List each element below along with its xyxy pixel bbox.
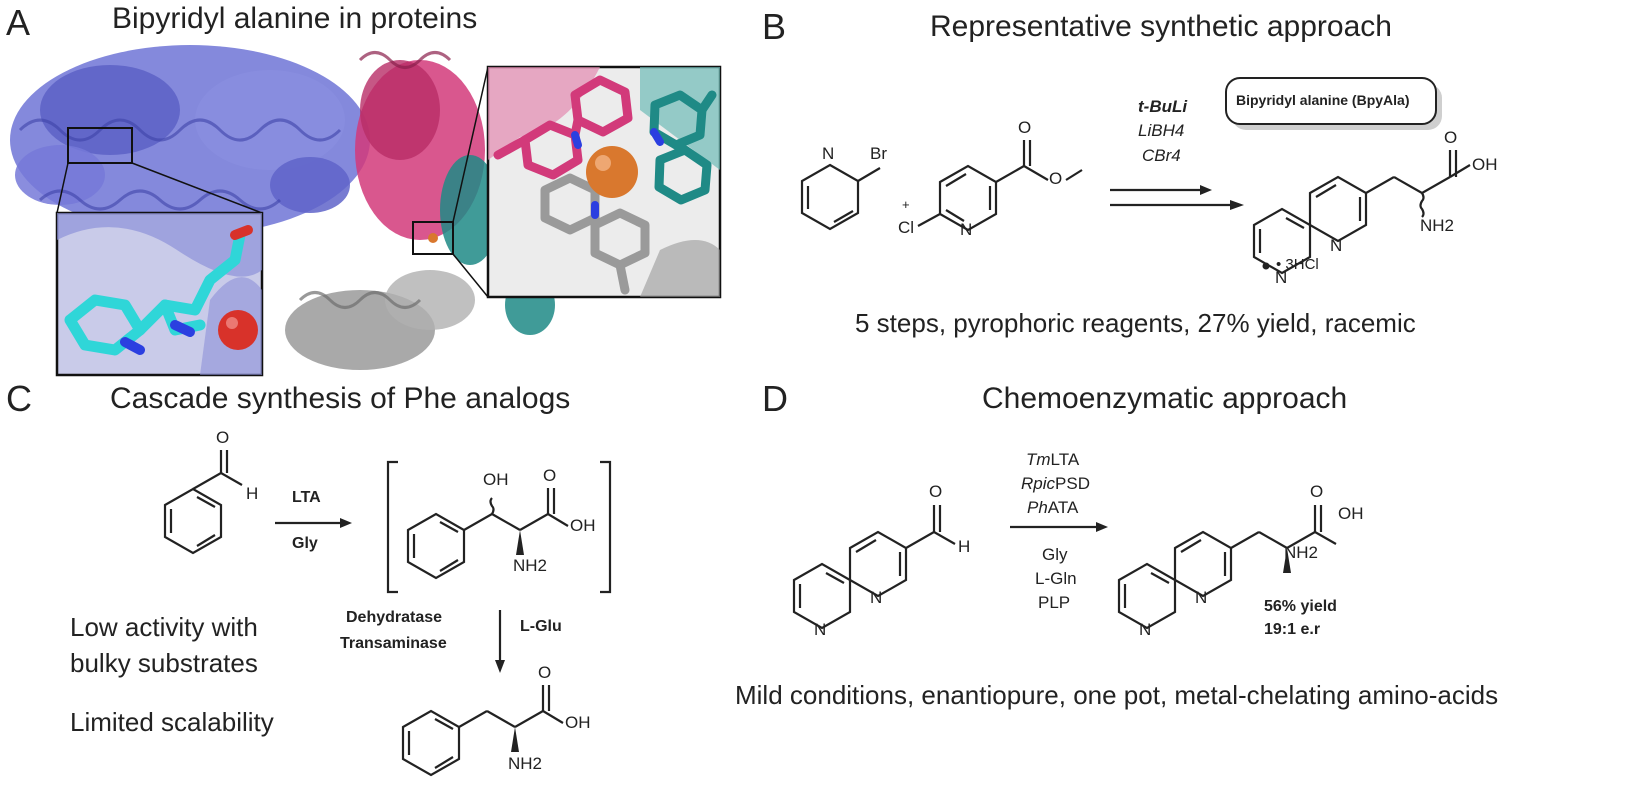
summary-d: Mild conditions, enantiopure, one pot, m… (735, 680, 1499, 710)
reaction-arrow-c-top (275, 518, 352, 528)
zoom-box-right (412, 221, 454, 255)
cosubstrate-lglu: L-Glu (520, 618, 562, 635)
zoom-box-left (67, 127, 133, 164)
reaction-arrow-b (1110, 185, 1244, 210)
enzyme-dehydratase: Dehydratase (346, 609, 443, 626)
atom-o-acid-c2: O (538, 663, 552, 682)
bpyala-badge: Bipyridyl alanine (BpyAla) (1236, 92, 1410, 108)
atom-n-product-d2: N (1139, 620, 1152, 639)
cosubstrate-gly-c: Gly (292, 535, 318, 552)
summary-b: 5 steps, pyrophoric reagents, 27% yield,… (855, 308, 1416, 338)
bpyala-badge-box (1225, 77, 1442, 130)
atom-nh2-b: NH2 (1420, 216, 1455, 235)
intermediate-brackets (386, 460, 612, 594)
reagent-tbuli: t-BuLi (1138, 97, 1188, 116)
note-low-activity: Low activity with (70, 612, 258, 642)
panel-letter-a: A (6, 2, 31, 43)
enzyme-lta: LTA (292, 489, 321, 506)
reaction-arrow-d (1010, 522, 1108, 532)
molecule-hydroxy-phenylalanine (406, 488, 569, 580)
atom-oh-b: OH (1472, 155, 1498, 174)
molecule-chloronicotinate (917, 140, 1083, 232)
metal-ion-orange (586, 146, 638, 198)
atom-n-chloronicotinate: N (960, 220, 973, 239)
panel-title-d: Chemoenzymatic approach (982, 382, 1348, 415)
atom-o-acid-d: O (1310, 482, 1324, 501)
metal-ion-red (218, 310, 258, 350)
cosubstrate-plp: PLP (1038, 593, 1071, 612)
panel-title-b: Representative synthetic approach (930, 10, 1392, 43)
atom-oh-beta: OH (483, 470, 509, 489)
molecule-2-bromopyridine (800, 163, 881, 231)
panel-title-c: Cascade synthesis of Phe analogs (110, 382, 571, 415)
enzyme-phata: PhATA (1027, 498, 1079, 517)
panel-letter-b: B (762, 6, 787, 47)
atom-cl: Cl (898, 218, 915, 237)
panel-title-a: Bipyridyl alanine in proteins (112, 2, 478, 35)
atom-n-aldehyde-d1: N (870, 588, 883, 607)
atom-o-ester-b: O (1049, 169, 1063, 188)
salt-label: • 3HCl (1276, 256, 1319, 273)
plus-sign: + (902, 197, 910, 212)
molecule-bpyala-b (1252, 150, 1471, 275)
enzyme-transaminase: Transaminase (340, 635, 447, 652)
atom-h-aldehyde-d: H (958, 537, 971, 556)
molecule-bpyala-d (1117, 505, 1337, 630)
atom-h-benzaldehyde: H (246, 484, 259, 503)
cosubstrate-lgln: L-Gln (1035, 569, 1077, 588)
reagent-cbr4: CBr4 (1142, 146, 1181, 165)
protein-image-left (10, 45, 370, 235)
er-d: 19:1 e.r (1264, 621, 1321, 638)
note-limited-scalability: Limited scalability (70, 707, 274, 737)
atom-oh-acid-c2: OH (565, 713, 591, 732)
molecule-benzaldehyde (163, 450, 243, 555)
atom-oh-acid-c1: OH (570, 516, 596, 535)
atom-nh2-c2: NH2 (508, 754, 543, 773)
atom-br: Br (870, 144, 887, 163)
cosubstrate-gly-d: Gly (1042, 545, 1068, 564)
enzyme-rpicpsd: RpicPSD (1021, 474, 1090, 493)
molecule-bipyridine-aldehyde (792, 505, 956, 630)
atom-nh2-d: NH2 (1284, 543, 1319, 562)
note-bulky-substrates: bulky substrates (70, 648, 258, 678)
atom-o-aldehyde-d: O (929, 482, 943, 501)
enzyme-tmlta: TmLTA (1026, 450, 1080, 469)
inset-left (55, 211, 264, 377)
atom-o-acid-b: O (1444, 128, 1458, 147)
atom-n-product-d1: N (1195, 588, 1208, 607)
atom-n-bpy-b1: N (1330, 236, 1343, 255)
atom-o-acid-c1: O (543, 466, 557, 485)
reagent-libh4: LiBH4 (1138, 121, 1185, 140)
atom-n-aldehyde-d2: N (814, 620, 827, 639)
inset-right (486, 65, 722, 299)
yield-d: 56% yield (1264, 598, 1337, 615)
atom-nh2-c1: NH2 (513, 556, 548, 575)
reaction-arrow-c-down (495, 610, 505, 673)
atom-o-carbonyl-b: O (1018, 118, 1032, 137)
panel-letter-d: D (762, 378, 788, 419)
atom-n-bpy-b2: N (1275, 268, 1288, 287)
atom-oh-acid-d: OH (1338, 504, 1364, 523)
molecule-phenylalanine (401, 685, 564, 777)
atom-o-benzaldehyde: O (216, 428, 230, 447)
panel-letter-c: C (6, 378, 32, 419)
atom-n-bromopyridine: N (822, 144, 835, 163)
